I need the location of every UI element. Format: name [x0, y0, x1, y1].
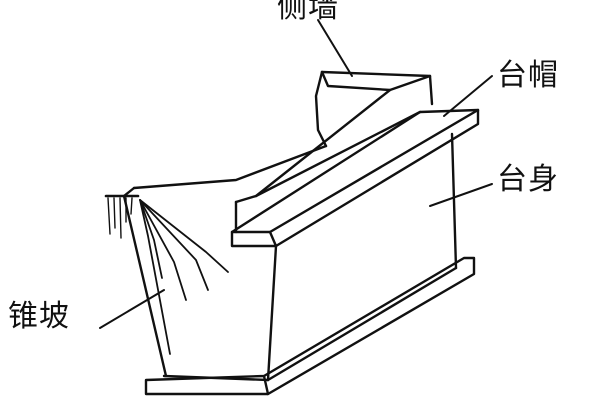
leader-body	[429, 183, 493, 207]
cone-slope-shape	[104, 194, 229, 378]
leader-cone-slope	[99, 289, 165, 329]
label-side-wall: 侧墙	[277, 0, 339, 25]
leader-cap	[443, 75, 493, 117]
leader-lines	[99, 19, 493, 329]
side-wall-shape	[122, 70, 434, 198]
abutment-cap-shape	[230, 108, 480, 248]
abutment-body-shape	[162, 132, 458, 382]
label-cone-slope: 锥坡	[8, 299, 70, 334]
footing-shape	[144, 256, 476, 396]
leader-side-wall	[317, 19, 353, 77]
label-abutment-cap: 台帽	[497, 58, 559, 93]
label-abutment-body: 台身	[497, 162, 559, 197]
